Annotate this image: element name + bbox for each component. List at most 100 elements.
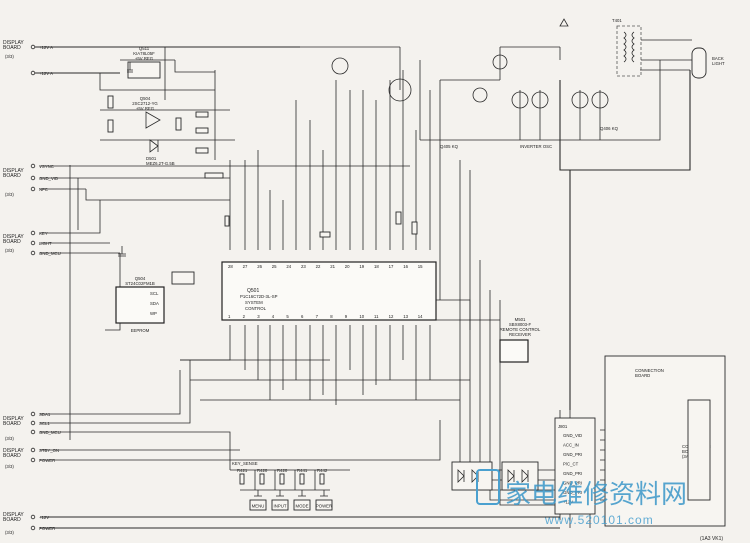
part-number: SBX8003-F xyxy=(509,322,532,327)
pin-label: GND_MCU xyxy=(39,251,61,256)
connection-pin-label: ACC_IN xyxy=(563,443,579,448)
connector-fraction: (3/3) xyxy=(5,530,14,535)
switch-symbol xyxy=(298,490,306,497)
pin-label: NFC xyxy=(39,187,48,192)
mcu-pin-number: 22 xyxy=(316,264,321,269)
key-resistor-label: R421 xyxy=(237,468,248,473)
part-function: +5V REG xyxy=(136,106,155,111)
part-function: REMOTE CONTROL xyxy=(500,327,541,332)
key-resistor xyxy=(319,473,325,485)
pin-label: KEY xyxy=(39,231,48,236)
jack-label: J801 xyxy=(558,424,568,429)
jumper-box xyxy=(171,271,195,285)
connector-fraction: (3/3) xyxy=(5,192,14,197)
switch-symbol xyxy=(320,490,328,497)
mcu-pin-number: 15 xyxy=(418,264,423,269)
connection-pins: GND_VID ACC_IN GND_PRI P/C_CT GND_PRI GND_PRI… xyxy=(563,433,582,505)
passive-components-left xyxy=(107,62,418,257)
q406-label: Q406 KQ xyxy=(600,126,619,131)
mcu-pin-number: 18 xyxy=(374,264,379,269)
watermark-text: 家电维修资料网 xyxy=(505,480,687,510)
mcu-pin-number: 23 xyxy=(301,264,306,269)
mcu-pin-number: 9 xyxy=(345,314,348,319)
key-resistor-label: R420 xyxy=(277,468,288,473)
connection-pin-label: GND_VID xyxy=(563,433,582,438)
connection-pin-label: GND_PRI xyxy=(563,481,582,486)
connector-strip xyxy=(687,399,711,501)
backlight-lamp xyxy=(691,47,707,79)
mcu-pin-number: 24 xyxy=(286,264,291,269)
transistor-symbol xyxy=(472,87,488,103)
switch-symbol xyxy=(254,490,262,497)
mcu-pin-number: 16 xyxy=(403,264,408,269)
remote-receiver-m501: M501 SBX8003-F REMOTE CONTROL RECEIVER xyxy=(499,317,541,363)
mcu-pin-number: 5 xyxy=(286,314,289,319)
diode-array xyxy=(451,461,539,491)
transistor-symbol xyxy=(591,91,609,109)
transistor-symbol xyxy=(571,91,589,109)
transistor-symbol xyxy=(492,54,508,70)
mcu-pin-number: 10 xyxy=(359,314,364,319)
part-number: ST24C02FM1B xyxy=(125,281,155,286)
inverter-label: INVERTER OSC xyxy=(520,144,552,149)
connection-pin-label: GND_PRI xyxy=(563,471,582,476)
connection-pin-label: +12V xyxy=(563,500,573,505)
mcu-pin-number: 19 xyxy=(359,264,364,269)
connector-fraction: (3/3) xyxy=(5,464,14,469)
connection-pin-label: P/C_CT xyxy=(563,462,579,467)
transistor-symbol xyxy=(511,91,529,109)
watermark: 家电维修资料网 www.520101.com xyxy=(476,469,687,527)
pin-name: SCL xyxy=(150,291,159,296)
transistor-symbol xyxy=(531,91,549,109)
mcu-pin-number: 1 xyxy=(228,314,231,319)
pin-name: WP xyxy=(150,311,157,316)
mcu-pin-number: 20 xyxy=(345,264,350,269)
part-ref: M501 xyxy=(515,317,526,322)
connector-fraction: (3/3) xyxy=(5,248,14,253)
transformer-ref: T401 xyxy=(612,18,622,23)
key-resistor xyxy=(239,473,245,485)
key-button-label: INPUT xyxy=(274,504,287,509)
mcu-pin-number: 28 xyxy=(228,264,233,269)
mcu-pin-number: 27 xyxy=(243,264,248,269)
key-sense-label: KEY_SENSE xyxy=(232,461,258,466)
key-button xyxy=(315,499,333,511)
mcu-pin-number: 4 xyxy=(272,314,275,319)
switch-symbol xyxy=(276,490,284,497)
connection-pin-label: GND_PRI xyxy=(563,452,582,457)
pin-label: GND_VID xyxy=(39,176,58,181)
key-button xyxy=(249,499,267,511)
mcu-function: SYSTEM xyxy=(245,300,263,305)
mcu-pin-number: 17 xyxy=(389,264,394,269)
key-resistor-label: R420 xyxy=(257,468,268,473)
part-function: RECEIVER xyxy=(509,332,531,337)
regulator-q504: Q504 2SC2712-YG +5V REG xyxy=(132,96,161,129)
pin-label: STBY_ON xyxy=(39,448,59,453)
key-button-label: POWER xyxy=(316,504,332,509)
watermark-logo xyxy=(476,469,500,505)
jack-j801 xyxy=(554,417,596,515)
pin-label: SDA1 xyxy=(39,412,51,417)
pin-label: VSYNC xyxy=(39,164,54,169)
connection-pin-label: GND_PRI xyxy=(563,490,582,495)
mcu-pin-number: 6 xyxy=(301,314,304,319)
key-button-label: MENU xyxy=(252,504,265,509)
pin-label: GND_MCU xyxy=(39,430,61,435)
mcu-pin-number: 12 xyxy=(389,314,394,319)
mcu-pin-number: 13 xyxy=(403,314,408,319)
pin-label: SCL1 xyxy=(39,421,50,426)
part-function: +5V REG xyxy=(135,56,154,61)
part-ref: Q504 xyxy=(135,276,146,281)
key-resistor xyxy=(259,473,265,485)
